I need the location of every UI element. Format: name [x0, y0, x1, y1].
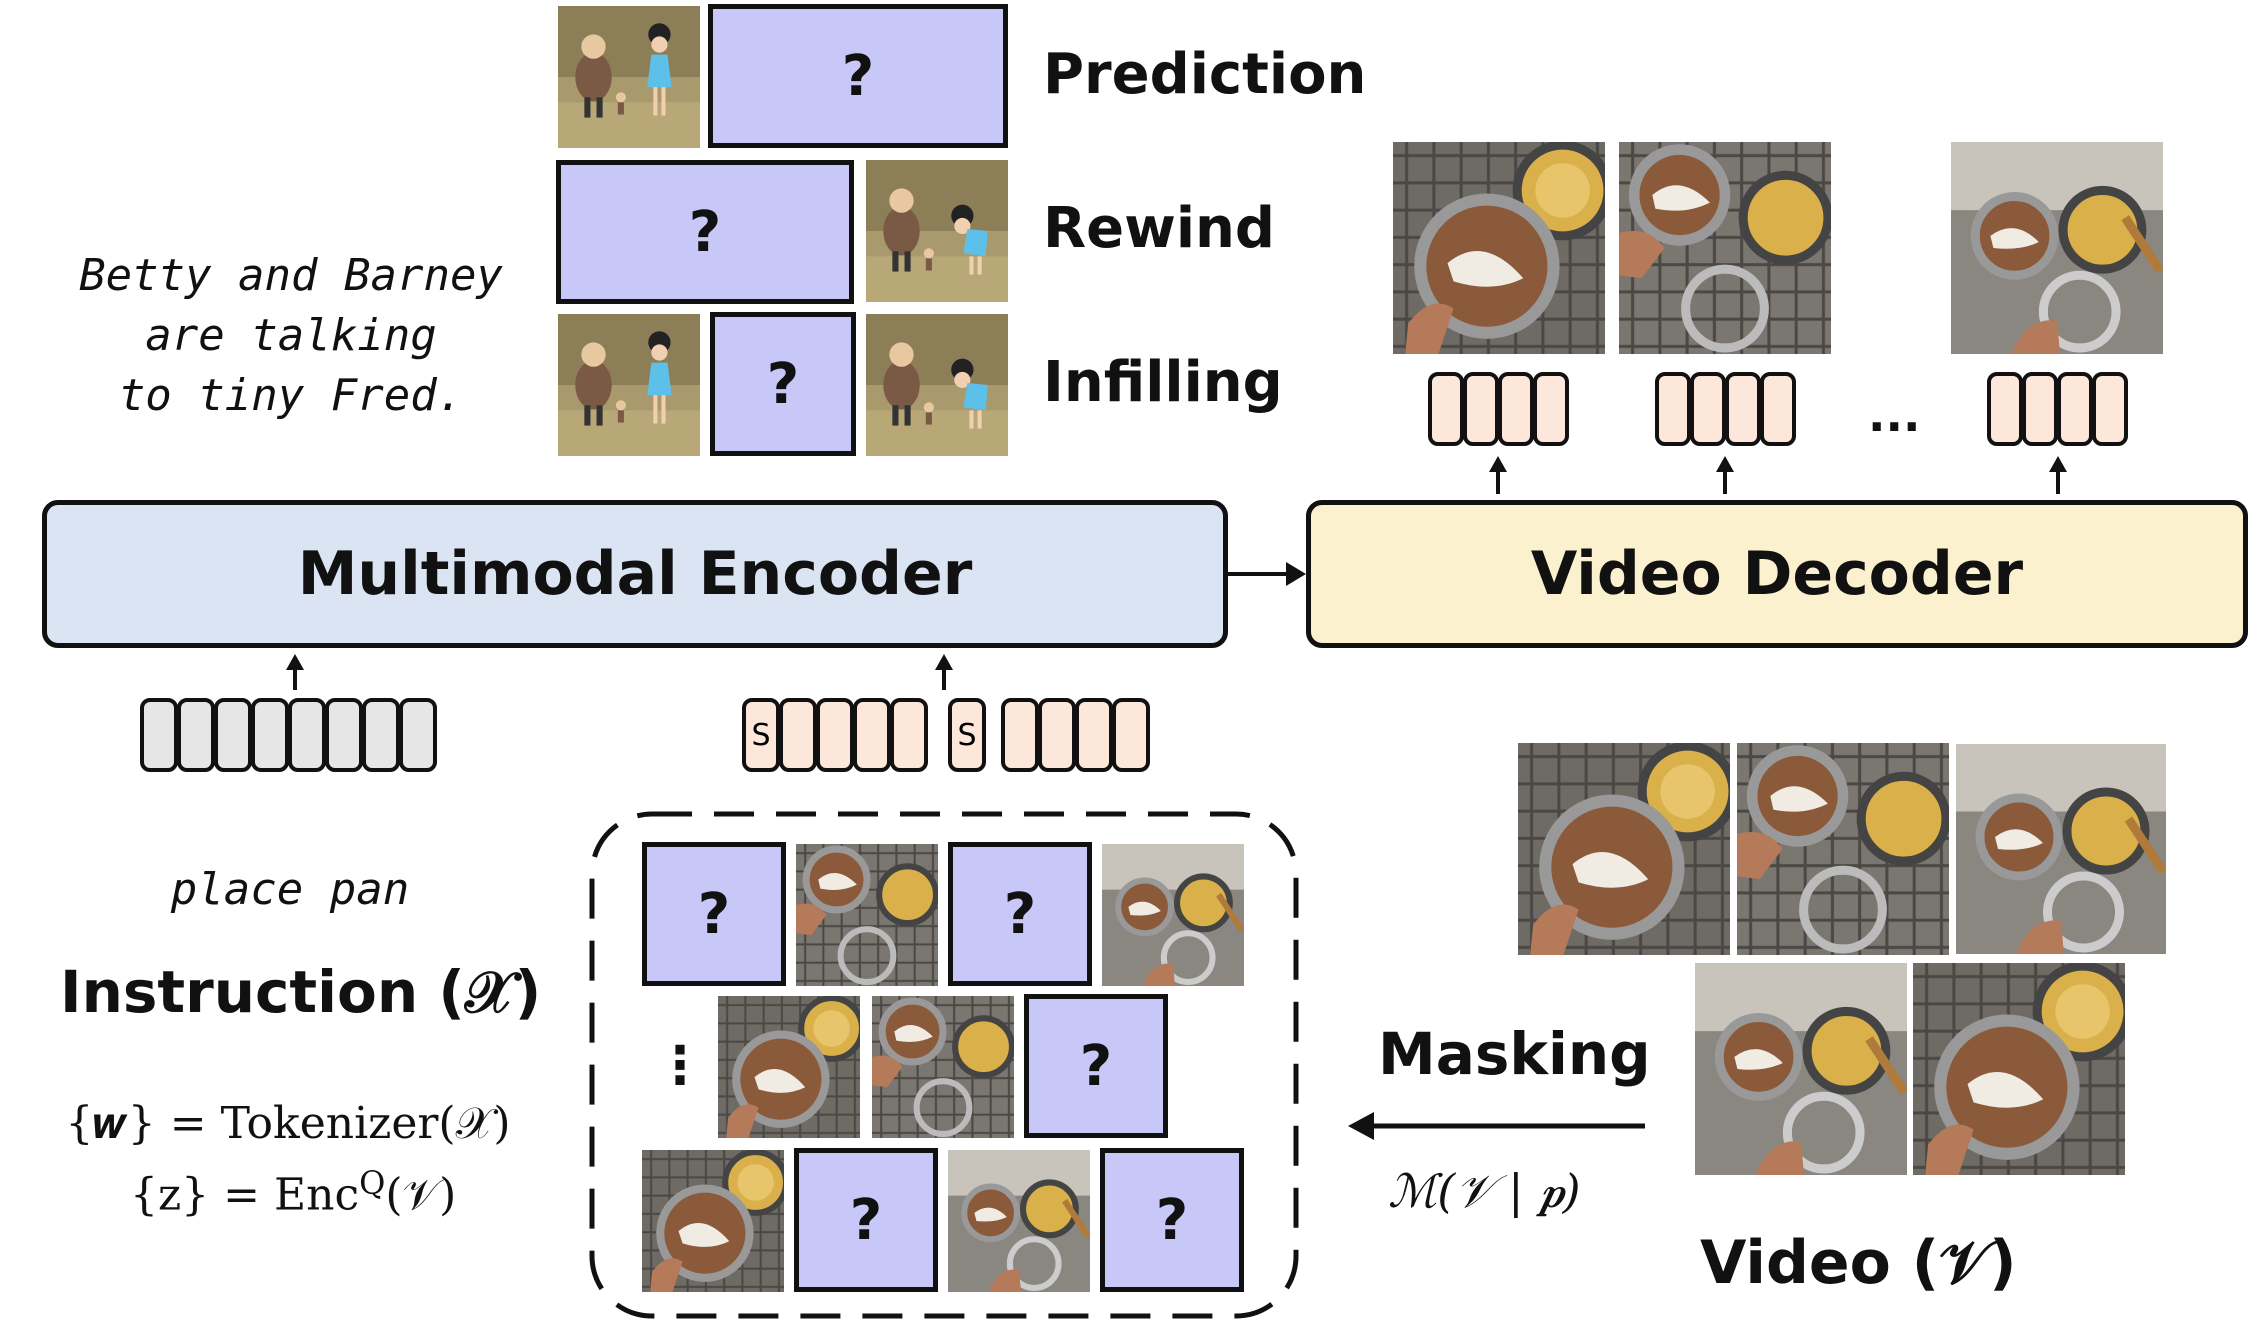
decoder-label: Video Decoder: [1530, 539, 2024, 609]
mask-box: ?: [556, 160, 854, 304]
mask-box: ?: [1024, 994, 1168, 1138]
output-token: [2057, 372, 2093, 446]
cooking-frame-image: [1913, 963, 2125, 1175]
instruction-label: Instruction (𝒳): [60, 958, 542, 1026]
text-token: [325, 698, 363, 772]
output-token: [1498, 372, 1534, 446]
text-token: [251, 698, 289, 772]
decoder-output-arrow: [1489, 456, 1507, 494]
caption-line-2: are talking: [145, 310, 437, 361]
video-token: [1112, 698, 1150, 772]
text-token: [140, 698, 178, 772]
output-token: [1655, 372, 1691, 446]
tokenizer-formula: {𝒘} = Tokenizer(𝒳): [65, 1098, 511, 1149]
mask-box: ?: [1100, 1148, 1244, 1292]
cooking-frame-image: [1737, 743, 1949, 955]
cooking-frame-image: [718, 996, 860, 1138]
task-infilling-label: Infilling: [1043, 350, 1283, 415]
cooking-frame-image: [1956, 743, 2166, 955]
video-token: [816, 698, 854, 772]
cooking-frame-image: [1102, 844, 1244, 986]
text-token: [214, 698, 252, 772]
output-token: [1725, 372, 1761, 446]
grid-vertical-ellipsis: ⋮: [654, 1036, 706, 1096]
encoder-label: Multimodal Encoder: [297, 539, 973, 609]
output-token: [1463, 372, 1499, 446]
mask-box: ?: [642, 842, 786, 986]
decoder-output-arrow: [2049, 456, 2067, 494]
caption-line-1: Betty and Barney: [79, 250, 503, 301]
masking-arrow: [1348, 1112, 1645, 1140]
task-prediction-label: Prediction: [1043, 42, 1367, 107]
mask-box: ?: [794, 1148, 938, 1292]
cooking-frame-image: [796, 844, 938, 986]
multimodal-encoder-block: Multimodal Encoder: [42, 500, 1228, 648]
encoder-to-decoder-arrow: [1228, 562, 1306, 586]
cooking-frame-image: [1695, 963, 1907, 1175]
output-token: [1428, 372, 1464, 446]
text-token: [288, 698, 326, 772]
output-token: [1987, 372, 2023, 446]
encoder-formula: {z} = EncQ(𝒱): [130, 1164, 456, 1221]
masked-video-container: [589, 811, 1299, 1319]
video-decoder-block: Video Decoder: [1306, 500, 2248, 648]
mask-box: ?: [948, 842, 1092, 986]
instruction-example: place pan: [170, 864, 410, 915]
output-token: [1690, 372, 1726, 446]
output-token: [2092, 372, 2128, 446]
decoder-output-arrow: [1716, 456, 1734, 494]
video-token: [890, 698, 928, 772]
text-token: [362, 698, 400, 772]
task-rewind-label: Rewind: [1043, 196, 1275, 261]
video-token: [779, 698, 817, 772]
output-token: [1760, 372, 1796, 446]
caption-line-3: to tiny Fred.: [118, 370, 464, 421]
output-token: [2022, 372, 2058, 446]
text-token: [177, 698, 215, 772]
video-token: [853, 698, 891, 772]
video-token: [1075, 698, 1113, 772]
cooking-frame-image: [642, 1150, 784, 1292]
masking-label: Masking: [1378, 1020, 1651, 1088]
output-token: [1533, 372, 1569, 446]
cooking-frame-image: [872, 996, 1014, 1138]
masking-formula: ℳ(𝒱 | 𝒑): [1388, 1164, 1581, 1218]
video-token-arrow: [935, 654, 953, 690]
cooking-frame-image: [1518, 743, 1730, 955]
special-token: S: [742, 698, 780, 772]
mask-box: ?: [710, 312, 856, 456]
encoder-formula-sup: Q: [359, 1164, 386, 1202]
video-token: [1001, 698, 1039, 772]
video-label: Video (𝒱): [1700, 1228, 2017, 1298]
special-token: S: [948, 698, 986, 772]
cooking-frame-image: [948, 1150, 1090, 1292]
decoder-ellipsis: ...: [1868, 388, 1921, 442]
encoder-formula-tail: (𝒱): [385, 1169, 457, 1221]
video-token: [1038, 698, 1076, 772]
mask-box: ?: [708, 4, 1008, 148]
encoder-formula-main: {z} = Enc: [130, 1169, 360, 1221]
text-token: [399, 698, 437, 772]
text-token-arrow: [286, 654, 304, 690]
